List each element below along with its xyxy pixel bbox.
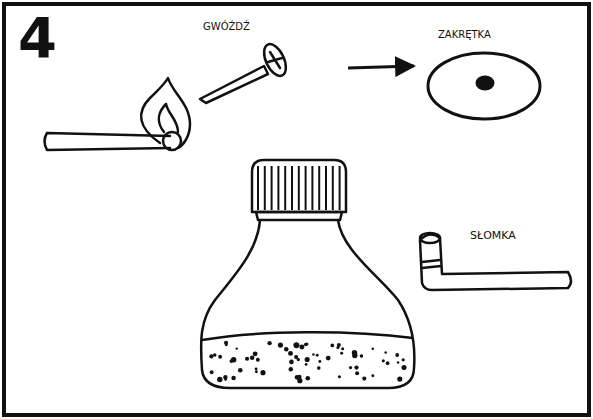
arrow: [348, 66, 414, 68]
sand-dot: [352, 353, 357, 358]
part-label: SŁOMKA: [470, 230, 516, 241]
sand-dot: [294, 355, 298, 359]
sand-dot: [294, 342, 300, 348]
sand-dot: [289, 360, 294, 365]
sand-dot: [255, 370, 258, 373]
sand-dot: [209, 354, 213, 358]
sand-dot: [224, 377, 227, 380]
sand-dot: [371, 374, 374, 377]
sand-dot: [278, 342, 283, 347]
sand-dot: [267, 341, 271, 345]
sand-dot: [289, 367, 293, 371]
sand-dot: [402, 365, 407, 370]
sand-dot: [341, 347, 344, 350]
cap-rib: [339, 166, 341, 210]
bottle-cap: [428, 53, 540, 119]
part-label: ZAKRĘTKA: [438, 30, 491, 40]
sand-dot: [284, 347, 289, 352]
sand-dot: [260, 370, 265, 375]
sand-dot: [354, 366, 358, 370]
sand-dot: [288, 351, 293, 356]
sand-dot: [305, 376, 310, 381]
sand-dot: [382, 359, 385, 362]
sand-dot: [402, 358, 405, 361]
sand-dot: [336, 346, 339, 349]
sand-dot: [253, 351, 258, 356]
cap-rib: [284, 166, 286, 210]
sand-dot: [384, 351, 386, 353]
sand-dot: [317, 366, 321, 370]
bottle: [201, 160, 414, 388]
cap-rib: [291, 166, 293, 210]
sand-dot: [295, 375, 300, 380]
sand-dot: [217, 377, 223, 383]
cap-rib: [305, 166, 307, 210]
cap-rib: [311, 166, 313, 210]
sand-dot: [294, 343, 300, 349]
sand-dot: [330, 344, 334, 348]
sand-dot: [231, 376, 236, 381]
sand-dot: [403, 367, 406, 370]
nail: [200, 41, 290, 103]
sand-dot: [338, 375, 341, 378]
sand-dot: [360, 354, 364, 358]
cap-rib: [271, 166, 273, 210]
sand-dot: [299, 345, 304, 350]
cap-rib: [257, 166, 259, 210]
match: [45, 78, 191, 150]
straw: [420, 233, 571, 290]
part-label: GWÓŹDŹ: [203, 22, 250, 32]
sand-dot: [372, 347, 375, 350]
sand-dot: [210, 370, 214, 374]
cap-rib: [318, 166, 320, 210]
sand-dot: [362, 377, 366, 381]
sand-dot: [349, 366, 352, 369]
sand-dot: [225, 343, 228, 346]
sand-dot: [305, 363, 308, 366]
sand-dot: [305, 357, 310, 362]
cap-rib: [264, 166, 266, 210]
sand-dot: [304, 343, 308, 347]
sand-dot: [395, 353, 399, 357]
cap-rib: [298, 166, 300, 210]
sand-dot: [250, 355, 255, 360]
sand-dot: [245, 357, 249, 361]
sand-dot: [397, 376, 402, 381]
sand-dot: [355, 371, 359, 375]
sand-dot: [318, 360, 321, 363]
sand-dot: [256, 358, 260, 362]
sand-dot: [386, 361, 390, 365]
sand-dot: [340, 352, 343, 355]
cap-rib: [277, 166, 279, 210]
cap-rib: [332, 166, 334, 210]
sand-dot: [230, 359, 234, 363]
panel-frame: [4, 4, 589, 415]
sand-dot: [326, 356, 331, 361]
sand-dot: [397, 361, 400, 364]
sand-dot: [238, 368, 243, 373]
sand-dot: [316, 354, 319, 357]
sand-dot: [312, 353, 314, 355]
cap-rib: [325, 166, 327, 210]
sand-dot: [236, 347, 238, 349]
sand-dot: [218, 355, 222, 359]
step-number: 4: [18, 10, 57, 66]
sand-dot: [255, 367, 258, 370]
